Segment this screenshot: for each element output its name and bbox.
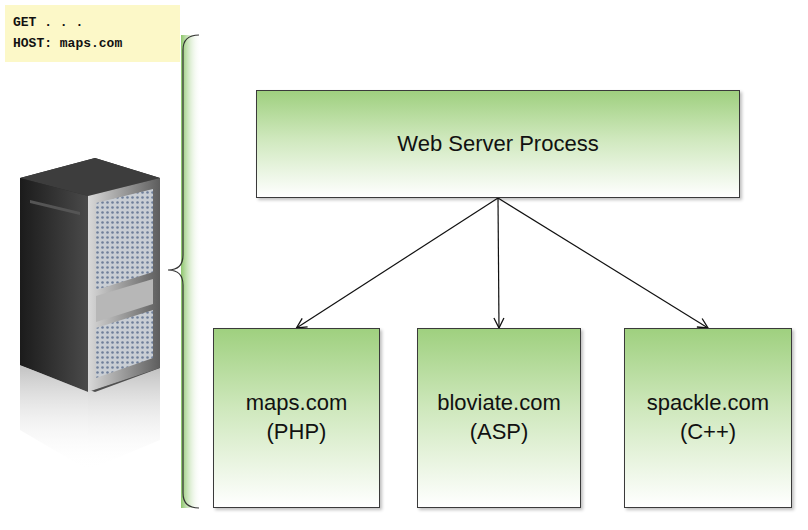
server-tower [20,158,160,470]
arrow-connector [297,198,499,328]
arrow-connector [498,198,499,328]
box-label: (ASP) [470,418,529,447]
bracket-band [181,35,201,508]
request-line: HOST: maps.com [13,34,122,54]
box-label: (C++) [680,418,736,447]
box-label: maps.com [246,389,347,418]
site-box: maps.com(PHP) [213,328,380,508]
arrow-connector [498,198,708,328]
site-box: bloviate.com(ASP) [417,328,581,508]
box-label: (PHP) [267,418,327,447]
box-label: spackle.com [647,389,769,418]
box-label: bloviate.com [437,389,561,418]
site-box: spackle.com(C++) [624,328,792,508]
bracket [168,35,199,508]
box-label: Web Server Process [397,130,598,159]
process-box: Web Server Process [256,90,740,198]
request-note: GET . . .HOST: maps.com [5,5,180,62]
request-line: GET . . . [13,13,83,33]
